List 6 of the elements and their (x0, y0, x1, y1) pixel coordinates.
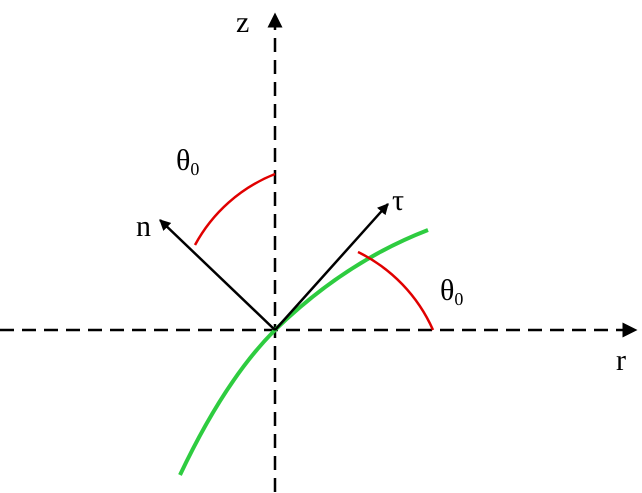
axis-label: z (236, 8, 250, 38)
angle-label: θ$_{0}$ (440, 276, 464, 308)
vector-label: τ (392, 186, 404, 216)
vector-label: n (136, 212, 151, 242)
angle-label: θ$_{0}$ (176, 146, 200, 178)
axis-label: r (616, 346, 626, 376)
